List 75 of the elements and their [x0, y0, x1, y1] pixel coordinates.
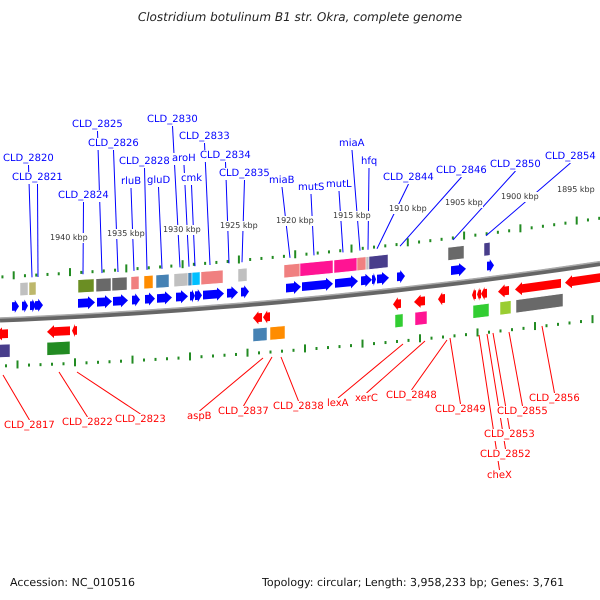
gene-label: CLD_2854	[545, 151, 596, 163]
gene-label: CLD_2850	[490, 159, 541, 171]
gene-label: CLD_2856	[529, 393, 580, 405]
genome-info-text: Accession: NC_010516	[10, 576, 136, 589]
gene-label: CLD_2853	[484, 429, 535, 441]
position-label: 1940 kbp	[50, 233, 88, 243]
gene-label: CLD_2849	[435, 404, 486, 416]
position-label: 1910 kbp	[389, 204, 427, 214]
gene-label: aspB	[187, 411, 212, 423]
leader-line	[242, 180, 245, 263]
gene-label: cmk	[181, 173, 202, 185]
position-label: 1920 kbp	[276, 216, 314, 226]
genome-info-text: Topology: circular; Length: 3,958,233 bp; Genes: 3,761	[262, 576, 564, 589]
gene-label: CLD_2817	[4, 420, 55, 432]
leader-line	[172, 126, 180, 268]
gene-label: hfq	[361, 156, 378, 168]
gene-label: CLD_2828	[119, 156, 170, 168]
gene-label: CLD_2852	[480, 449, 531, 461]
gene-label: CLD_2834	[200, 150, 251, 162]
leader-line	[204, 142, 210, 266]
gene-label: gluD	[147, 175, 170, 187]
gene-label: CLD_2826	[88, 138, 139, 150]
gene-label: CLD_2844	[383, 172, 434, 184]
leader-line	[366, 340, 426, 394]
leader-line	[144, 168, 148, 270]
leader-line	[58, 372, 88, 418]
gene-label: CLD_2833	[179, 131, 230, 143]
genome-title: Clostridium botulinum B1 str. Okra, complete genome	[136, 10, 464, 24]
gene-label: CLD_2822	[62, 417, 113, 429]
leader-line	[130, 188, 134, 272]
leader-line	[368, 168, 370, 250]
leader-line	[400, 176, 462, 247]
gene-label: aroH	[172, 153, 196, 165]
gene-label: CLD_2820	[3, 153, 54, 165]
leader-line	[338, 344, 404, 398]
leader-line	[486, 162, 571, 236]
leader-line	[28, 164, 32, 278]
position-label: 1905 kbp	[445, 198, 483, 208]
gene-label: CLD_2846	[436, 165, 487, 177]
leader-line	[2, 374, 30, 420]
leader-line	[352, 150, 360, 252]
gene-label: CLD_2835	[219, 168, 270, 180]
gene-label: CLD_2838	[273, 401, 324, 413]
position-label: 1915 kbp	[333, 211, 371, 221]
leader-line	[76, 372, 141, 414]
leader-line	[376, 184, 409, 250]
gene-label: CLD_2824	[58, 190, 109, 202]
position-label: 1935 kbp	[107, 229, 145, 239]
leader-line	[280, 356, 299, 402]
leader-line	[82, 202, 84, 275]
gene-label: CLD_2821	[12, 172, 63, 184]
gene-label: CLD_2848	[386, 390, 437, 402]
leader-line	[184, 164, 190, 268]
leader-line	[492, 332, 510, 430]
position-label: 1925 kbp	[220, 221, 258, 231]
leader-line	[158, 186, 162, 270]
gene-label: CLD_2830	[147, 114, 198, 126]
leader-line	[113, 150, 118, 272]
position-label: 1895 kbp	[557, 185, 595, 195]
leader-line	[243, 356, 272, 406]
gene-label: CLD_2837	[218, 406, 269, 418]
gene-label: CLD_2825	[72, 119, 123, 131]
position-label: 1900 kbp	[501, 192, 539, 202]
leader-line	[411, 340, 448, 390]
gene-label: CLD_2855	[497, 406, 548, 418]
leader-line	[191, 184, 196, 267]
leader-line	[450, 338, 461, 404]
position-label: 1930 kbp	[163, 225, 201, 235]
leader-line	[37, 184, 38, 278]
leader-line	[452, 170, 516, 240]
leader-line	[282, 186, 290, 258]
leader-line	[542, 326, 555, 394]
leader-line	[199, 358, 264, 412]
leader-line	[508, 332, 523, 406]
gene-label: CLD_2823	[115, 414, 166, 426]
